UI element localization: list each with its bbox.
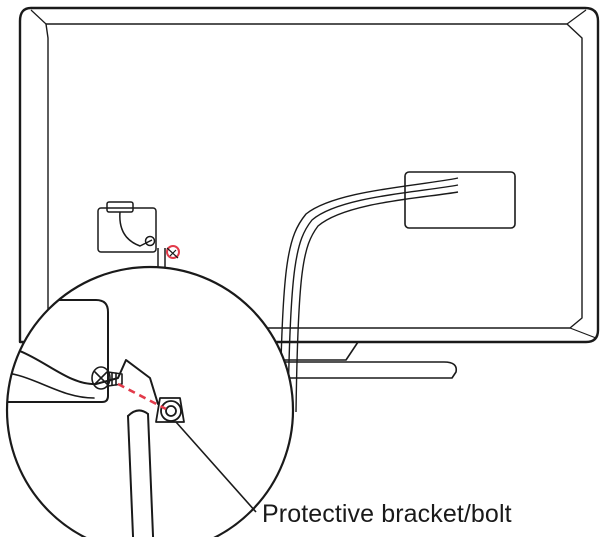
zoom-strap-drop-left: [127, 415, 135, 537]
tv-bevel-top-right: [566, 9, 587, 25]
bracket-bolt-small: [144, 235, 156, 247]
bolt-small-body: [166, 247, 179, 259]
cable-cover-panel: [404, 171, 516, 229]
bracket-strap: [119, 211, 153, 247]
tv-bevel-top-left: [30, 9, 47, 25]
zoom-strap-inner: [7, 371, 95, 399]
callout-leader: [175, 421, 257, 513]
zoom-strap-drop-right: [147, 413, 155, 537]
bolt-highlight-small: [166, 245, 180, 259]
cable-bundle: [279, 177, 459, 413]
callout-label: Protective bracket/bolt: [262, 500, 512, 528]
zoom-tv-edge: [7, 299, 109, 403]
tv-frame: [18, 6, 600, 344]
magnified-detail: [7, 299, 185, 537]
zoom-strap-cap: [127, 409, 149, 417]
bracket-plate: [97, 207, 157, 253]
tv-bevel-bottom-right: [569, 327, 597, 339]
alignment-guide: [117, 382, 167, 411]
tv-outer-frame: [18, 6, 600, 344]
zoom-screw: [91, 366, 123, 390]
bracket-clip: [106, 201, 134, 213]
zoom-bolt: [155, 397, 185, 423]
stand-base: [195, 361, 458, 379]
